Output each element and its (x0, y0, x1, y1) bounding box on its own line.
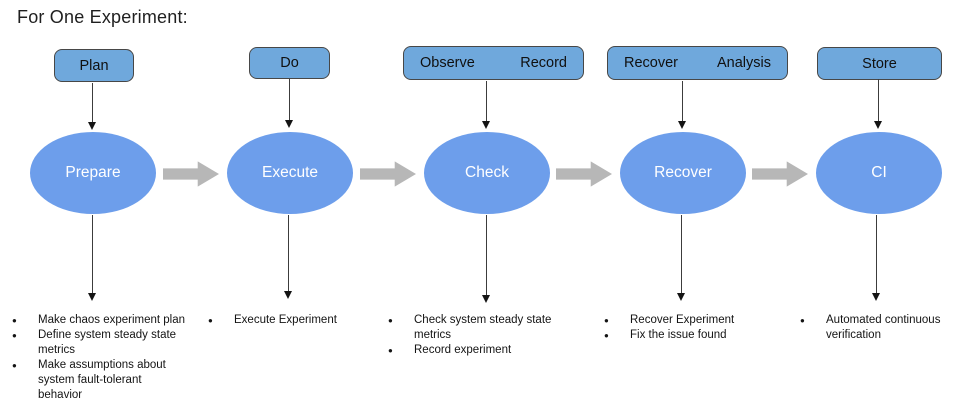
list-item: ● Execute Experiment (208, 313, 408, 328)
stage-ellipse-label: Check (465, 164, 509, 181)
bullet-text: Record experiment (414, 344, 512, 356)
stage-box-observe-record: Observe Record (403, 46, 584, 80)
bullet-icon: ● (388, 316, 393, 325)
diagram-title: For One Experiment: (17, 7, 188, 27)
list-item: ● Recover Experiment (604, 313, 804, 328)
flow-arrow-icon (360, 161, 416, 187)
list-item: ● Make assumptions about system fault-to… (12, 358, 212, 403)
bullet-list-recover: ● Recover Experiment ● Fix the issue fou… (604, 313, 804, 343)
stage-box-label: Plan (79, 57, 109, 74)
stage-box-plan: Plan (54, 49, 134, 82)
list-item: ● Automated continuous verification (800, 313, 968, 343)
list-item: ● Make chaos experiment plan (12, 313, 212, 328)
bullet-text: Check system steady state metrics (414, 314, 552, 341)
bullet-icon: ● (12, 361, 17, 370)
down-arrow-icon (677, 215, 686, 301)
bullet-icon: ● (388, 346, 393, 355)
bullet-list-prepare: ● Make chaos experiment plan ● Define sy… (12, 313, 212, 403)
stage-box-label: Observe (420, 55, 475, 71)
bullet-text: Make chaos experiment plan (38, 314, 186, 326)
stage-ellipse-prepare: Prepare (30, 132, 156, 214)
bullet-text: Execute Experiment (234, 314, 337, 326)
bullet-list-ci: ● Automated continuous verification (800, 313, 968, 343)
down-arrow-icon (482, 81, 491, 129)
stage-ellipse-execute: Execute (227, 132, 353, 214)
stage-box-label: Analysis (717, 55, 771, 71)
bullet-list-check: ● Check system steady state metrics ● Re… (388, 313, 588, 358)
list-item: ● Check system steady state metrics (388, 313, 588, 343)
bullet-icon: ● (604, 316, 609, 325)
stage-ellipse-label: Execute (261, 164, 318, 181)
down-arrow-icon (88, 83, 97, 130)
flow-arrow-icon (163, 161, 219, 187)
stage-box-store: Store (817, 47, 942, 80)
stage-box-label: Record (520, 55, 567, 71)
list-item: ● Define system steady state metrics (12, 328, 212, 358)
bullet-text: Define system steady state metrics (38, 329, 177, 356)
bullet-text: Recover Experiment (630, 314, 735, 326)
down-arrow-icon (88, 215, 97, 301)
list-item: ● Fix the issue found (604, 328, 804, 343)
stage-box-label: Recover (624, 55, 678, 71)
down-arrow-icon (285, 79, 294, 128)
down-arrow-icon (678, 81, 687, 129)
flow-arrow-icon (752, 161, 808, 187)
bullet-icon: ● (208, 316, 213, 325)
list-item: ● Record experiment (388, 343, 588, 358)
stage-box-label: Do (280, 55, 299, 71)
bullet-icon: ● (12, 316, 17, 325)
bullet-list-execute: ● Execute Experiment (208, 313, 408, 328)
bullet-text: Make assumptions about system fault-tole… (38, 359, 166, 401)
bullet-icon: ● (604, 331, 609, 340)
stage-ellipse-check: Check (424, 132, 550, 214)
stage-box-label: Store (862, 55, 897, 72)
stage-ellipse-label: CI (871, 164, 887, 181)
bullet-icon: ● (800, 316, 805, 325)
stage-ellipse-ci: CI (816, 132, 942, 214)
down-arrow-icon (482, 215, 491, 303)
stage-ellipse-label: Prepare (65, 164, 121, 181)
down-arrow-icon (284, 215, 293, 299)
bullet-icon: ● (12, 331, 17, 340)
bullet-text: Fix the issue found (630, 329, 727, 341)
flow-arrow-icon (556, 161, 612, 187)
stage-box-do: Do (249, 47, 330, 79)
stage-ellipse-recover: Recover (620, 132, 746, 214)
bullet-text: Automated continuous verification (826, 314, 941, 341)
down-arrow-icon (872, 215, 881, 301)
stage-ellipse-label: Recover (654, 164, 712, 181)
down-arrow-icon (874, 79, 883, 129)
stage-box-recover-analysis: Recover Analysis (607, 46, 788, 80)
